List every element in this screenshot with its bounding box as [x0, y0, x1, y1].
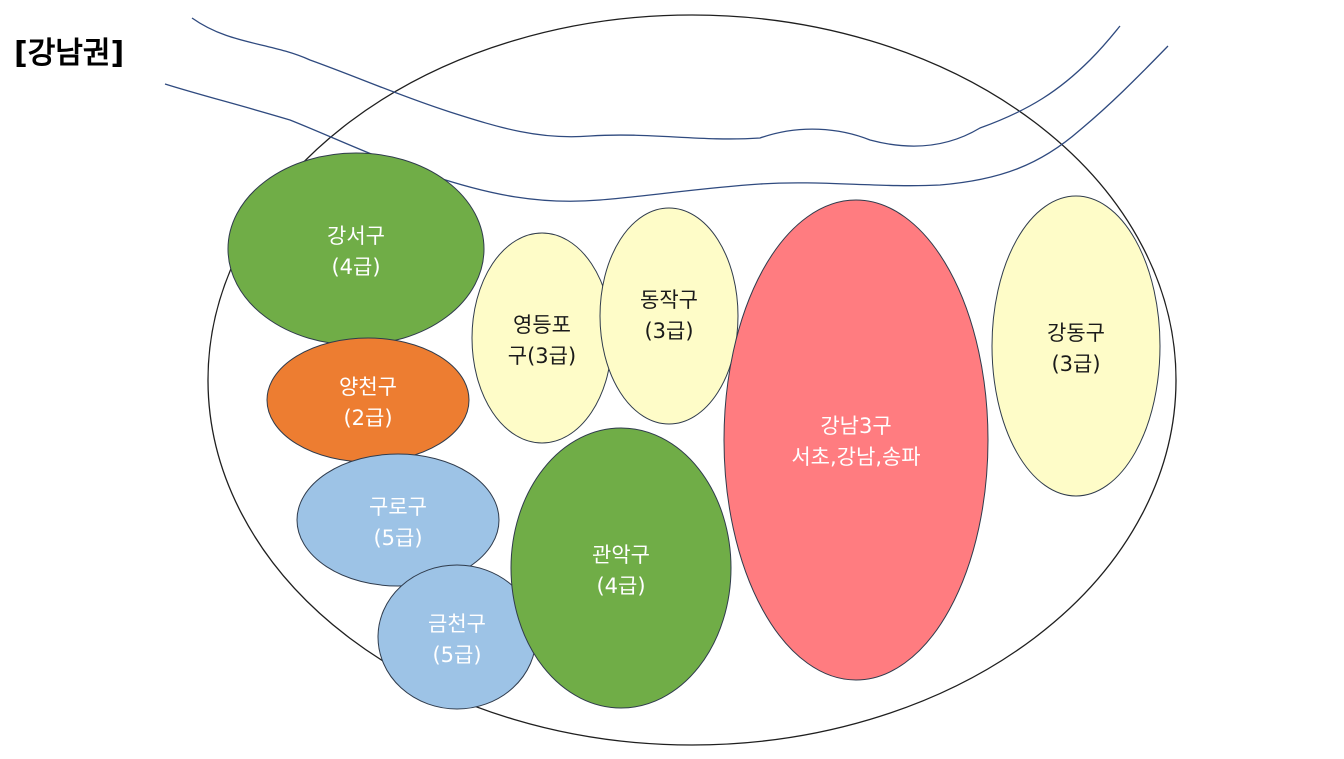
district-geumcheon: 금천구 (5급) — [377, 564, 537, 710]
district-dongjak: 동작구 (3급) — [599, 207, 739, 425]
district-gangseo-name: 강서구 — [327, 224, 385, 248]
district-yeongdeungpo: 영등포 구(3급) — [471, 232, 613, 444]
district-gangdong: 강동구 (3급) — [991, 195, 1161, 497]
district-guro-shape — [296, 453, 500, 587]
district-gangseo: 강서구 (4급) — [227, 152, 485, 346]
district-gangseo-grade: (4급) — [331, 255, 380, 279]
district-guro-name: 구로구 — [369, 495, 427, 519]
district-yeongdeungpo-name: 영등포 — [513, 313, 571, 337]
district-gangnam3-shape — [723, 199, 989, 681]
district-gwanak-shape — [510, 427, 732, 709]
district-yeongdeungpo-grade: 구(3급) — [508, 344, 576, 368]
district-gangnam3-name: 강남3구 — [820, 414, 891, 438]
district-guro: 구로구 (5급) — [296, 453, 500, 587]
district-gwanak-name: 관악구 — [592, 543, 650, 567]
river-line-south — [164, 45, 1169, 202]
river-line-north — [191, 17, 1121, 147]
district-guro-grade: (5급) — [373, 526, 422, 550]
district-yangcheon-grade: (2급) — [343, 406, 392, 430]
district-gangdong-shape — [991, 195, 1161, 497]
district-yangcheon-shape — [266, 337, 470, 463]
district-gangseo-shape — [227, 152, 485, 346]
district-yeongdeungpo-shape — [471, 232, 613, 444]
district-geumcheon-name: 금천구 — [428, 612, 486, 636]
district-gangnam3-members: 서초,강남,송파 — [791, 445, 920, 469]
district-gangdong-grade: (3급) — [1051, 352, 1100, 376]
district-geumcheon-grade: (5급) — [432, 643, 481, 667]
district-gwanak: 관악구 (4급) — [510, 427, 732, 709]
district-dongjak-grade: (3급) — [644, 319, 693, 343]
district-gwanak-grade: (4급) — [596, 574, 645, 598]
district-yangcheon-name: 양천구 — [339, 375, 397, 399]
region-boundary — [207, 14, 1177, 746]
district-yangcheon: 양천구 (2급) — [266, 337, 470, 463]
district-gangnam3: 강남3구 서초,강남,송파 — [723, 199, 989, 681]
district-gangdong-name: 강동구 — [1047, 321, 1105, 345]
region-title: [강남권] — [14, 36, 125, 71]
district-dongjak-name: 동작구 — [640, 288, 698, 312]
district-dongjak-shape — [599, 207, 739, 425]
